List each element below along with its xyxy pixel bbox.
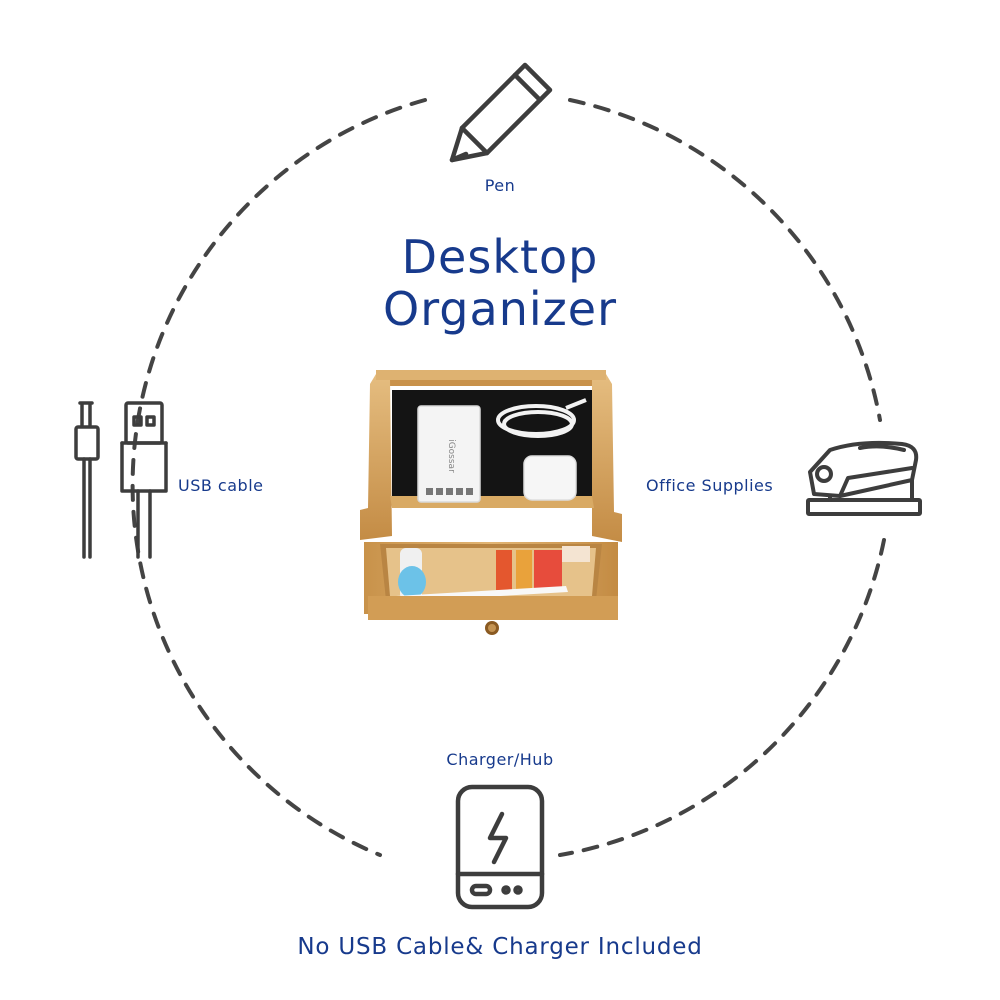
hub-brand-text: iGossar — [446, 439, 456, 473]
usb-cable-icon — [74, 401, 168, 559]
office-supplies-label: Office Supplies — [646, 476, 774, 495]
stapler-icon — [806, 440, 922, 516]
page-title-line1: Desktop — [401, 230, 599, 284]
power-bank-icon — [455, 784, 545, 910]
pen-label: Pen — [484, 176, 516, 195]
footer-note: No USB Cable& Charger Included — [297, 934, 703, 960]
page-title-line2: Organizer — [383, 282, 617, 336]
pencil-icon — [449, 62, 553, 163]
usb-cable-label: USB cable — [178, 476, 264, 495]
bamboo-desk-organizer-photo: iGossar — [360, 370, 622, 635]
charger-hub-label: Charger/Hub — [446, 750, 554, 769]
